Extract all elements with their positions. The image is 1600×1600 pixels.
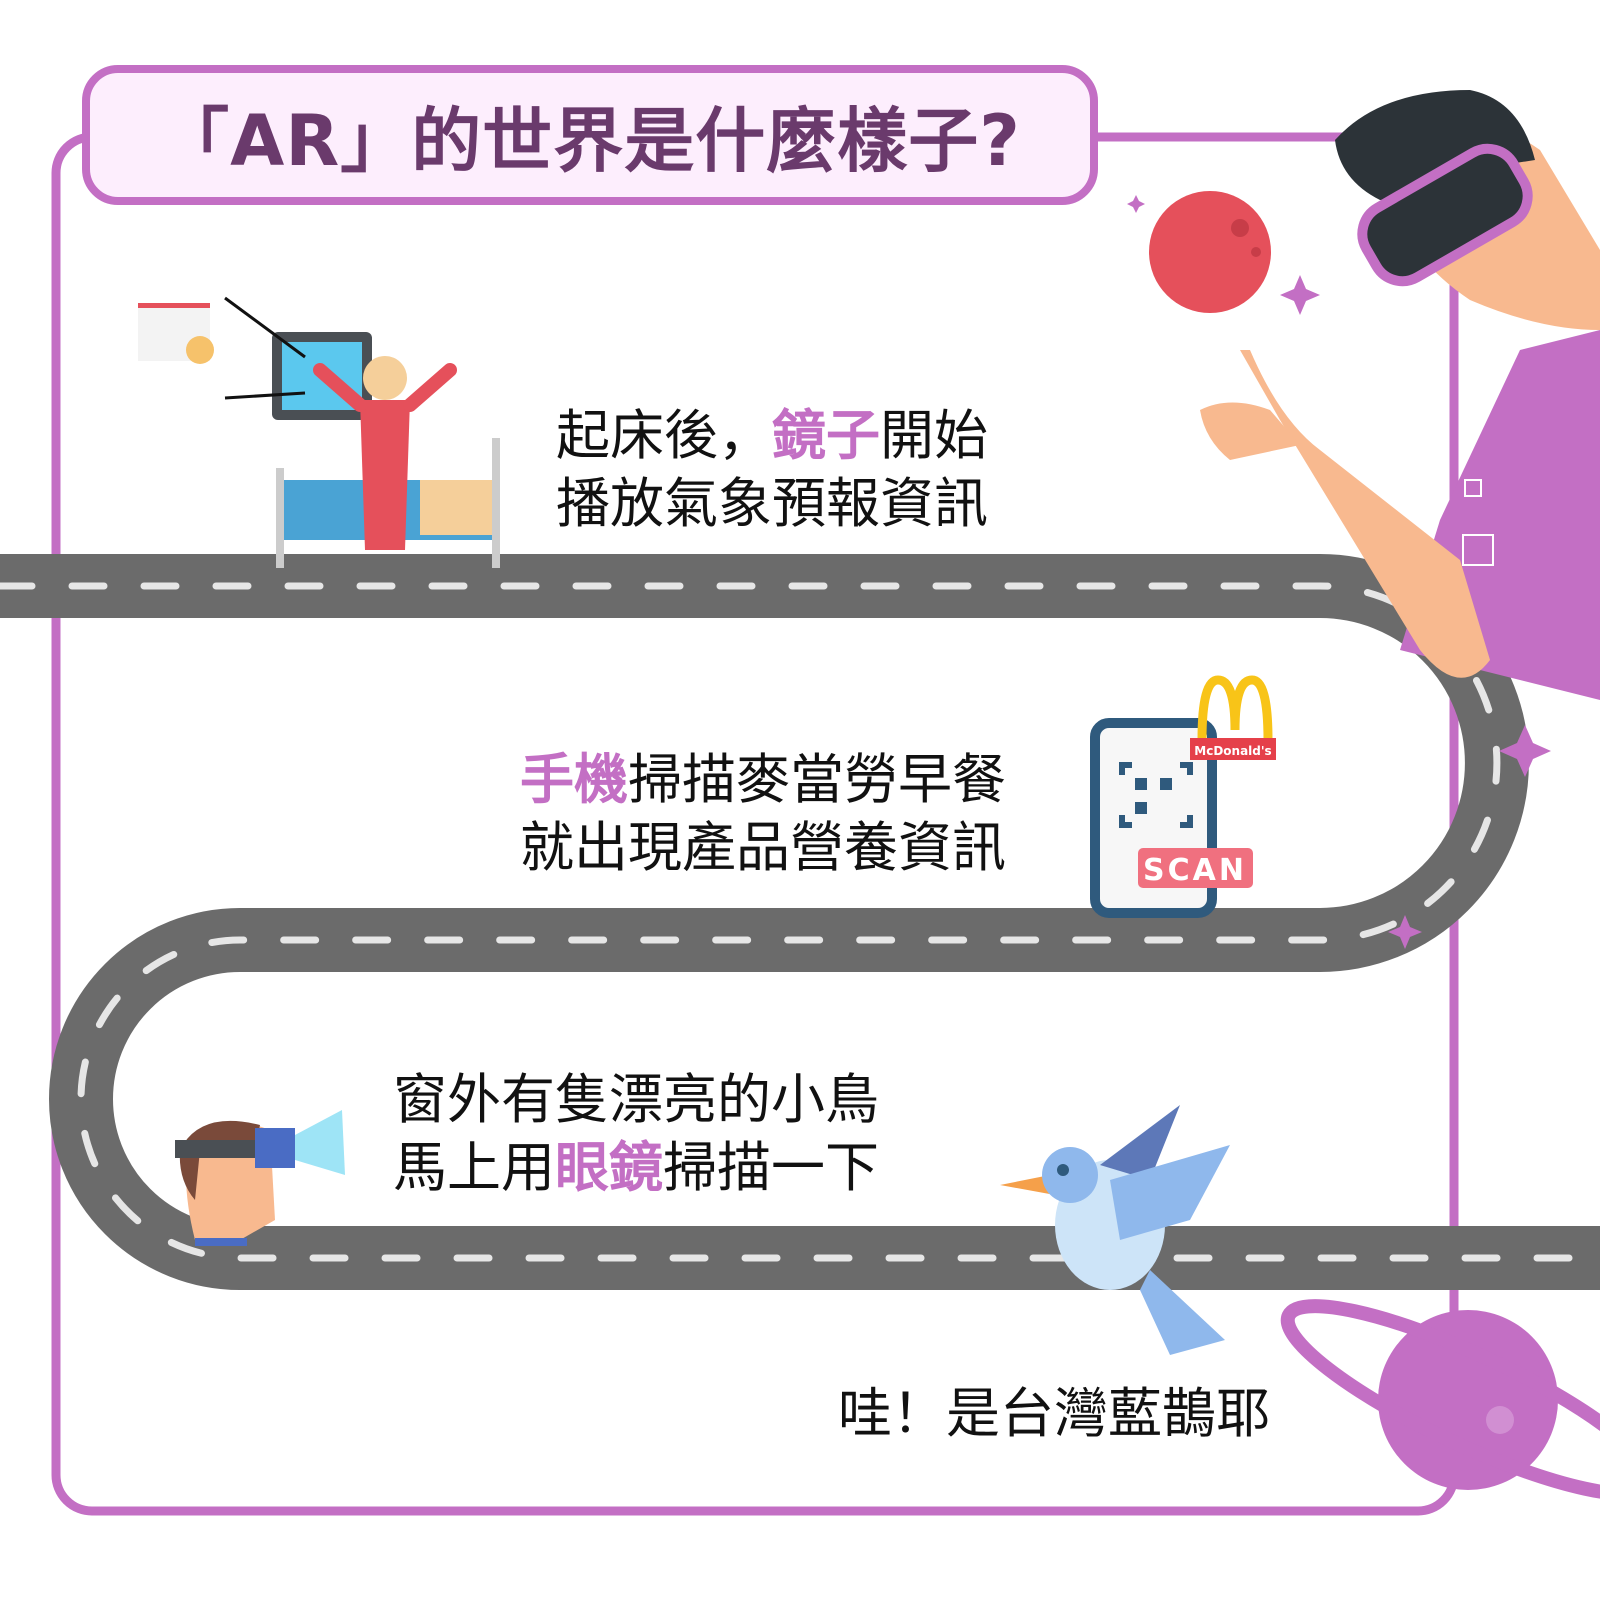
phone-scan-illustration: SCAN McDonald's	[1090, 675, 1276, 918]
ar-glasses-person-illustration	[175, 1110, 345, 1246]
step-3-line1: 窗外有隻漂亮的小鳥	[393, 1068, 879, 1131]
taiwan-blue-magpie-illustration	[1000, 1105, 1230, 1355]
scan-badge	[1138, 848, 1253, 888]
mcdonalds-logo: McDonald's	[1194, 744, 1271, 758]
step-3-line2-pre: 馬上用	[393, 1136, 555, 1199]
step-1-highlight: 鏡子	[772, 404, 880, 467]
step-1-text: 起床後，鏡子開始 播放氣象預報資訊	[556, 402, 988, 538]
ending-text: 哇！是台灣藍鵲耶	[838, 1382, 1270, 1445]
page-title: 「AR」的世界是什麼樣子?	[159, 99, 1021, 182]
step-3-line2: 馬上用眼鏡掃描一下	[393, 1134, 879, 1202]
step-2-highlight: 手機	[520, 748, 628, 811]
sparkle-icons	[1127, 195, 1551, 949]
red-planet-icon	[1149, 191, 1271, 313]
golden-arches-icon	[1197, 675, 1273, 741]
step-1-line1: 起床後，鏡子開始	[556, 402, 988, 470]
step-2-text: 手機掃描麥當勞早餐 就出現產品營養資訊	[520, 746, 1006, 882]
step-2-line1-post: 掃描麥當勞早餐	[628, 748, 1006, 811]
purple-planet-icon	[1280, 1299, 1600, 1501]
step-3-line2-post: 掃描一下	[663, 1136, 879, 1199]
title-banner: 「AR」的世界是什麼樣子?	[82, 65, 1098, 205]
step-1-line1-post: 開始	[880, 404, 988, 467]
step-2-line1: 手機掃描麥當勞早餐	[520, 746, 1006, 814]
vr-person-illustration	[1200, 90, 1600, 700]
step-3-highlight: 眼鏡	[555, 1136, 663, 1199]
step-2-line2: 就出現產品營養資訊	[520, 816, 1006, 879]
step-3-text: 窗外有隻漂亮的小鳥 馬上用眼鏡掃描一下	[393, 1066, 879, 1202]
scan-label: SCAN	[1143, 853, 1247, 888]
step-1-line1-pre: 起床後，	[556, 404, 772, 467]
bedroom-mirror-illustration	[138, 296, 500, 568]
step-1-line2: 播放氣象預報資訊	[556, 472, 988, 535]
